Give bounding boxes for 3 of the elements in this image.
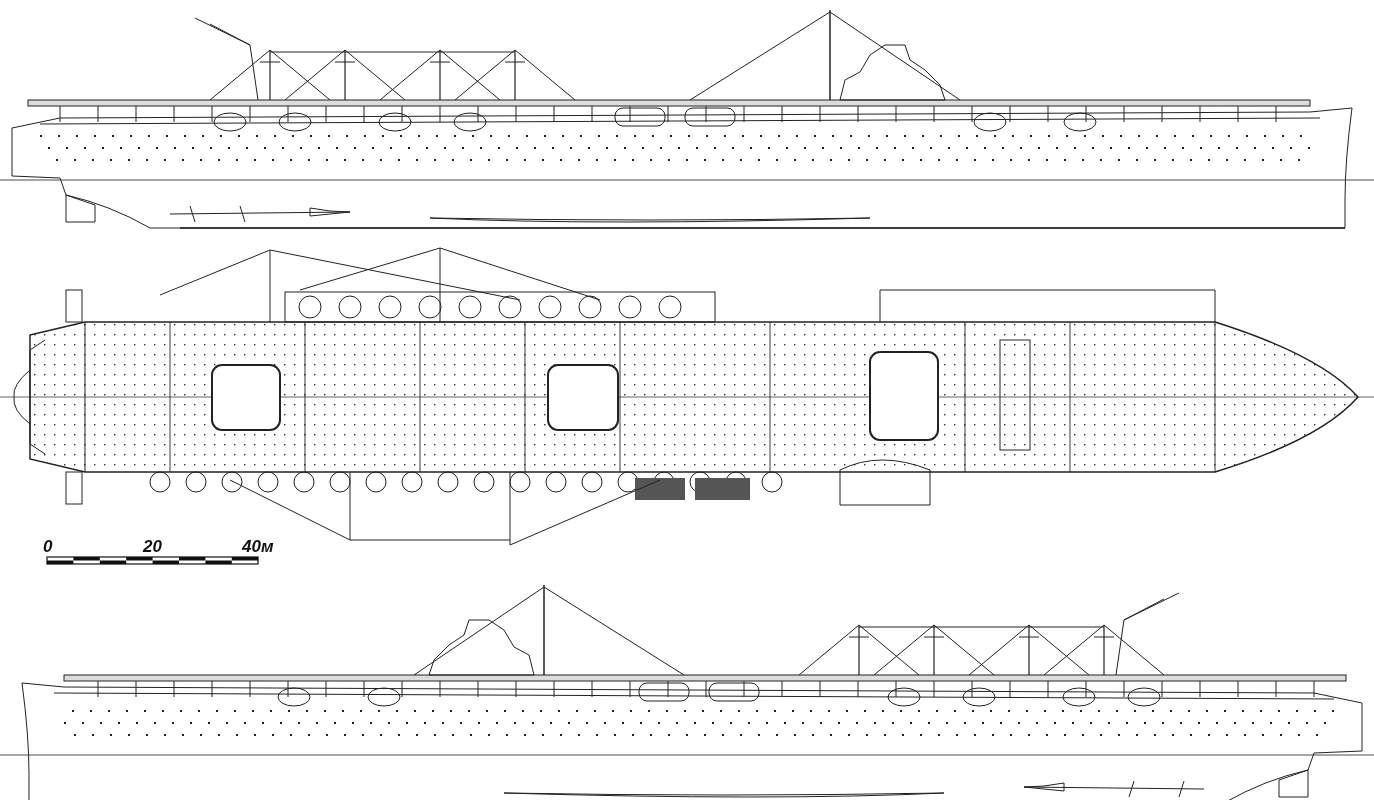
scale-label: 40м [242,538,274,556]
scale-label: 0 [43,538,53,556]
scale-label: 20 [143,538,162,556]
